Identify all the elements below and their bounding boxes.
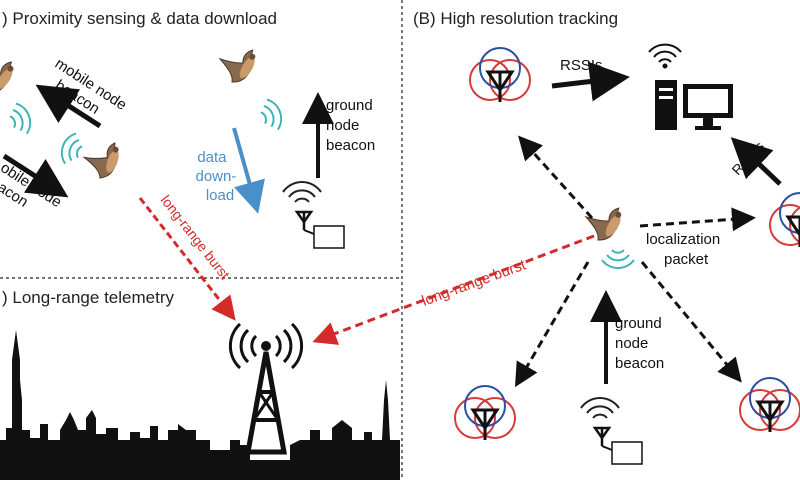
signal-waves-icon (5, 99, 36, 139)
bat-icon (578, 195, 628, 246)
signal-waves-icon (282, 180, 322, 203)
mobile-beacon-label-bottom: obile node eacon (0, 159, 68, 228)
antenna-node-icon (593, 426, 644, 466)
data-download-arrow (232, 127, 265, 214)
rssis-label-top: RSSIs (560, 57, 603, 74)
ground-beacon-label-a: ground node beacon (326, 97, 377, 154)
bat-icon (212, 37, 262, 88)
panel-a: mobile node beacon obile node eacon data… (0, 37, 377, 321)
long-range-burst-label-b: long-range burst (420, 256, 529, 310)
long-range-burst-arrow-a (138, 197, 236, 321)
data-download-label: data down- load (195, 149, 240, 204)
bat-icon (0, 47, 20, 99)
long-range-burst-arrow-b (312, 234, 595, 345)
localization-arrow-e (639, 207, 756, 232)
bat-icon (78, 134, 124, 183)
mobile-beacon-arrow-bottom (2, 153, 69, 198)
city-skyline (0, 330, 400, 480)
panel-b: RSSIs RSSIs localization packet ground n… (312, 43, 800, 466)
radio-tower-icon (228, 322, 304, 455)
antenna-node-icon (468, 46, 532, 104)
rssis-label-right: RSSIs (728, 138, 767, 178)
signal-waves-icon (256, 95, 287, 135)
panel-c (0, 322, 400, 480)
rssis-arrow-top (551, 61, 630, 102)
localization-arrow-nw (517, 135, 594, 220)
mobile-beacon-arrow-top (35, 84, 102, 129)
localization-label: localization packet (646, 231, 724, 268)
antenna-node-icon (453, 384, 517, 442)
rssis-arrow-right (730, 137, 782, 186)
antenna-node-icon (738, 376, 800, 434)
signal-waves-icon (56, 129, 87, 169)
localization-arrow-sw (514, 261, 590, 388)
panel-b-title: (B) High resolution tracking (413, 9, 618, 28)
antenna-node-icon (295, 210, 346, 250)
signal-waves-icon (601, 249, 635, 269)
antenna-node-icon (768, 191, 800, 249)
signal-waves-icon (580, 396, 620, 419)
panel-a-title: ) Proximity sensing & data download (2, 9, 277, 28)
panel-c-title: ) Long-range telemetry (2, 288, 174, 307)
computer-icon (648, 43, 733, 130)
ground-beacon-label-b: ground node beacon (615, 315, 666, 372)
